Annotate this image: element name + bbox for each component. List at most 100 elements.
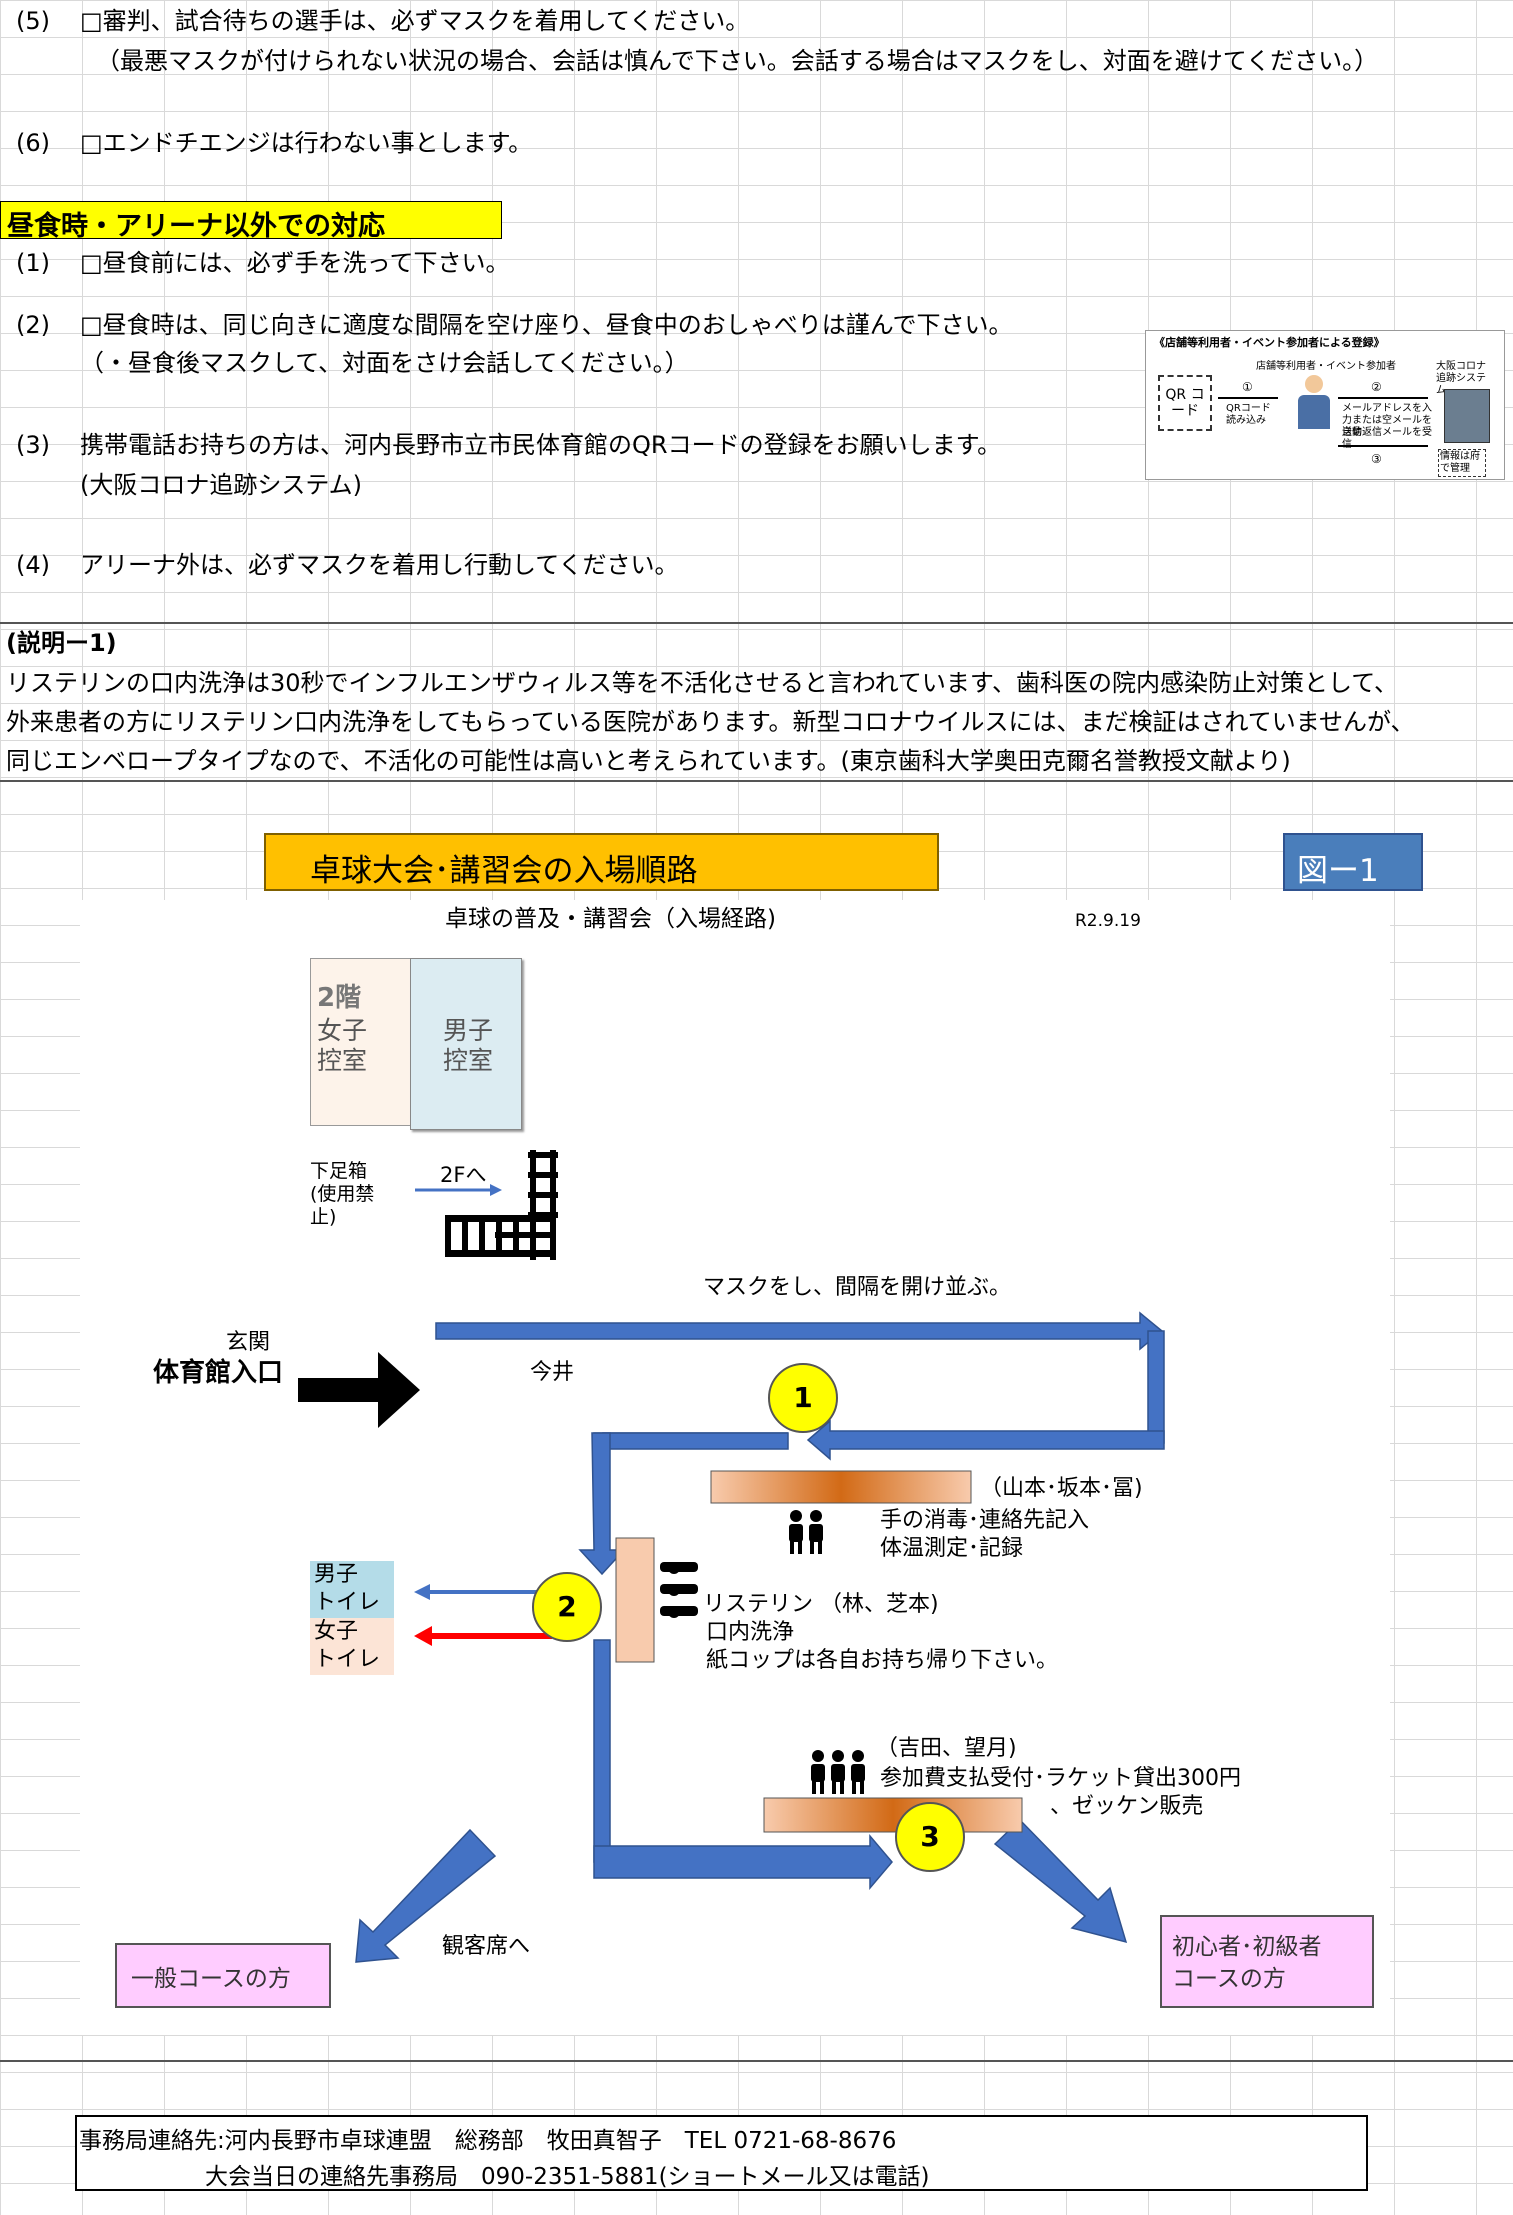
shoe-rack-label-3: 止)	[310, 1206, 337, 1228]
shoe-rack-label-1: 下足箱	[310, 1160, 368, 1182]
explanation-line-3: 同じエンベロープタイプなので、不活化の可能性は高いと考えられています。(東京歯科…	[6, 747, 1291, 775]
women-toilet-label-1: 女子	[314, 1619, 359, 1644]
qr-step1: ①	[1242, 380, 1253, 394]
men-room-label-2: 控室	[443, 1046, 494, 1075]
step-2-marker: 2	[532, 1572, 602, 1642]
item-5-text: □審判、試合待ちの選手は、必ずマスクを着用してください。	[80, 7, 750, 35]
women-toilet-label-2: トイレ	[314, 1647, 381, 1672]
women-toilet: 女子 トイレ	[310, 1618, 394, 1675]
beginner-course-label-1: 初心者･初級者	[1172, 1934, 1322, 1960]
women-toilet-arrow	[414, 1626, 552, 1646]
explanation-line-2: 外来患者の方にリステリン口内洗浄をしてもらっている医院があります。新型コロナウイ…	[6, 708, 1415, 736]
station-2-line-2: 口内洗浄	[706, 1620, 795, 1645]
stairs-icon	[445, 1150, 558, 1260]
lunch-heading-text: 昼食時・アリーナ以外での対応	[7, 211, 385, 242]
station-3-table	[763, 1797, 1023, 1833]
route-banner-text: 卓球大会･講習会の入場順路	[310, 853, 698, 889]
route-arrows	[355, 1311, 1165, 1963]
to-2f-label: 2Fへ	[440, 1163, 487, 1187]
lunch-item-2-text: □昼食時は、同じ向きに適度な間隔を空け座り、昼食中のおしゃべりは謹んで下さい。	[80, 311, 1013, 339]
item-6-num: (6)	[16, 129, 50, 157]
explanation-line-1: リステリンの口内洗浄は30秒でインフルエンザウィルス等を不活化させると言われてい…	[6, 669, 1399, 697]
item-5-note: （最悪マスクが付けられない状況の場合、会話は慎んで下さい。会話する場合はマスクを…	[96, 47, 1379, 75]
women-room-label-1: 女子	[317, 1016, 368, 1045]
divider-1	[0, 622, 1513, 624]
men-toilet-label-2: トイレ	[314, 1590, 381, 1615]
men-waiting-room: 男子 控室	[410, 958, 522, 1130]
contact-line-2: 大会当日の連絡先事務局 090-2351-5881(ショートメール又は電話)	[205, 2164, 930, 2190]
lunch-item-1-num: (1)	[16, 249, 50, 277]
station-1-line-2: 体温測定･記録	[880, 1536, 1024, 1561]
station-2-table	[615, 1537, 655, 1663]
imai-label: 今井	[530, 1360, 575, 1385]
qr-arrow-3	[1338, 445, 1428, 447]
lunch-item-4-num: (4)	[16, 551, 50, 579]
step-3-marker: 3	[895, 1802, 965, 1872]
lunch-item-4-text: アリーナ外は、必ずマスクを着用し行動してください。	[80, 551, 679, 579]
entrance-arrow-icon	[298, 1352, 420, 1428]
men-room-label-1: 男子	[443, 1016, 494, 1045]
people-icon-station-3	[811, 1750, 865, 1794]
station-3-line-2: 、ゼッケン販売	[1050, 1794, 1204, 1819]
qr-note: 情報は府で管理	[1438, 449, 1486, 477]
lunch-heading: 昼食時・アリーナ以外での対応	[0, 201, 502, 242]
divider-2	[0, 780, 1513, 782]
station-3-line-1: 参加費支払受付･ラケット貸出300円	[880, 1766, 1241, 1791]
figure-label: 図ー1	[1283, 833, 1423, 891]
figure-label-text: 図ー1	[1297, 853, 1379, 889]
person-with-phone-icon	[1296, 375, 1332, 435]
qr-step3: ③	[1371, 452, 1382, 466]
explanation-heading: (説明ー1)	[6, 629, 117, 657]
diagram-date: R2.9.19	[1075, 911, 1141, 931]
contact-box: 事務局連絡先:河内長野市卓球連盟 総務部 牧田真智子 TEL 0721-68-8…	[75, 2115, 1368, 2191]
route-banner: 卓球大会･講習会の入場順路	[264, 833, 939, 891]
to-2f-arrow	[415, 1184, 502, 1196]
station-1-table	[710, 1470, 972, 1504]
people-icon-station-1	[789, 1510, 823, 1554]
item-5-num: (5)	[16, 7, 50, 35]
station-2-line-3: 紙コップは各自お持ち帰り下さい。	[706, 1648, 1059, 1673]
beginner-course-box: 初心者･初級者 コースの方	[1160, 1915, 1374, 2008]
men-toilet-label-1: 男子	[314, 1562, 359, 1587]
station-2-line-1: リステリン （林、芝本)	[703, 1592, 939, 1617]
people-icon-station-2	[660, 1562, 698, 1618]
mask-line-label: マスクをし、間隔を開け並ぶ。	[703, 1275, 1012, 1300]
qr-step2: ②	[1371, 380, 1382, 394]
station-1-staff: （山本･坂本･冨)	[980, 1476, 1143, 1501]
women-room-label-2: 控室	[317, 1046, 368, 1075]
station-3-staff: （吉田、望月)	[876, 1736, 1017, 1761]
shoe-rack-label-2: (使用禁	[310, 1183, 375, 1205]
general-course-box: 一般コースの方	[115, 1943, 331, 2008]
men-toilet: 男子 トイレ	[310, 1561, 394, 1618]
contact-line-1: 事務局連絡先:河内長野市卓球連盟 総務部 牧田真智子 TEL 0721-68-8…	[79, 2128, 897, 2154]
qr-registration-panel: 《店舗等利用者・イベント参加者による登録》 店舗等利用者・イベント参加者 大阪コ…	[1145, 330, 1505, 480]
qr-step3-text: 自動返信メールを受信	[1342, 427, 1432, 450]
floor-label: 2階	[317, 983, 362, 1013]
qr-system-label: 大阪コロナ追跡システム	[1436, 361, 1486, 396]
beginner-course-label-2: コースの方	[1172, 1966, 1286, 1992]
qr-step2-text: メールアドレスを入力または空メールを送信	[1342, 403, 1432, 438]
women-waiting-room: 2階 女子 控室	[310, 958, 412, 1126]
gym-entrance-label: 体育館入口	[153, 1358, 284, 1388]
men-toilet-arrow	[414, 1584, 548, 1600]
qr-arrow-2	[1338, 397, 1428, 399]
entrance-label: 玄関	[226, 1330, 271, 1355]
general-course-label: 一般コースの方	[131, 1966, 291, 1992]
item-6-text: □エンドチエンジは行わない事とします。	[80, 129, 533, 157]
station-1-line-1: 手の消毒･連絡先記入	[880, 1508, 1090, 1533]
qr-code-label: QR コード	[1165, 387, 1205, 419]
server-icon	[1444, 389, 1490, 443]
lunch-item-2-num: (2)	[16, 311, 50, 339]
qr-step1-text: QRコード読み込み	[1226, 403, 1271, 426]
step-1-marker: 1	[768, 1363, 838, 1433]
spectator-label: 観客席へ	[442, 1934, 531, 1959]
divider-3	[0, 2060, 1513, 2062]
lunch-item-3-text: 携帯電話お持ちの方は、河内長野市立市民体育館のQRコードの登録をお願いします。	[80, 431, 1002, 459]
qr-panel-title: 《店舗等利用者・イベント参加者による登録》	[1154, 336, 1385, 349]
qr-user-label: 店舗等利用者・イベント参加者	[1256, 361, 1396, 372]
diagram-subtitle: 卓球の普及・講習会（入場経路)	[445, 906, 776, 932]
lunch-item-2-note: （・昼食後マスクして、対面をさけ会話してください。）	[80, 349, 689, 377]
lunch-item-1-text: □昼食前には、必ず手を洗って下さい。	[80, 249, 510, 277]
qr-code-icon: QR コード	[1158, 375, 1212, 431]
